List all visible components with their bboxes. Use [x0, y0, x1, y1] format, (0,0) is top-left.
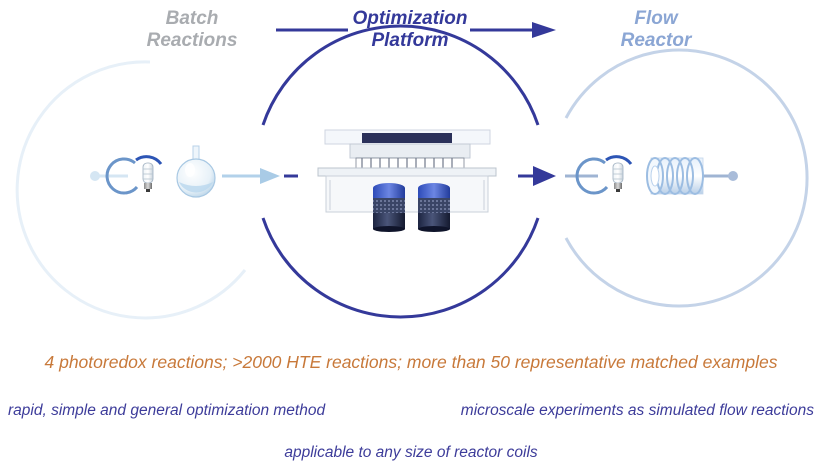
reaction-vial-left — [373, 183, 405, 232]
round-bottom-flask-icon — [176, 145, 216, 198]
flow-reactor-circle — [564, 48, 809, 308]
reaction-vial-right — [418, 183, 450, 232]
lightbulb-icon — [105, 155, 163, 195]
flow-title-line1: Flow — [634, 8, 678, 29]
optimization-platform-circle — [261, 24, 540, 319]
batch-reactions-circle — [15, 60, 247, 320]
platform-title-line1: Optimization — [352, 8, 468, 29]
flow-title-line2: Reactor — [620, 30, 692, 51]
optimization-platform-title: Optimization Platform — [340, 8, 480, 52]
batch-reactions-title: Batch Reactions — [132, 8, 252, 52]
batch-title-line2: Reactions — [146, 30, 238, 51]
batch-reaction-line — [90, 168, 298, 184]
flow-reactor-title: Flow Reactor — [596, 8, 716, 52]
feature-optimization-method: rapid, simple and general optimization m… — [8, 402, 326, 419]
feature-reactor-size: applicable to any size of reactor coils — [284, 444, 538, 461]
hte-plate-robot-icon — [317, 129, 497, 232]
feature-simulated-flow: microscale experiments as simulated flow… — [460, 402, 814, 419]
batch-title-line1: Batch — [165, 8, 219, 29]
flow-reactor-line — [518, 166, 738, 186]
stats-summary: 4 photoredox reactions; >2000 HTE reacti… — [44, 352, 778, 372]
reactor-coil-icon — [646, 157, 704, 195]
lightbulb-icon — [575, 155, 633, 195]
platform-title-line2: Platform — [371, 30, 449, 51]
process-flow-arrow — [276, 22, 556, 38]
